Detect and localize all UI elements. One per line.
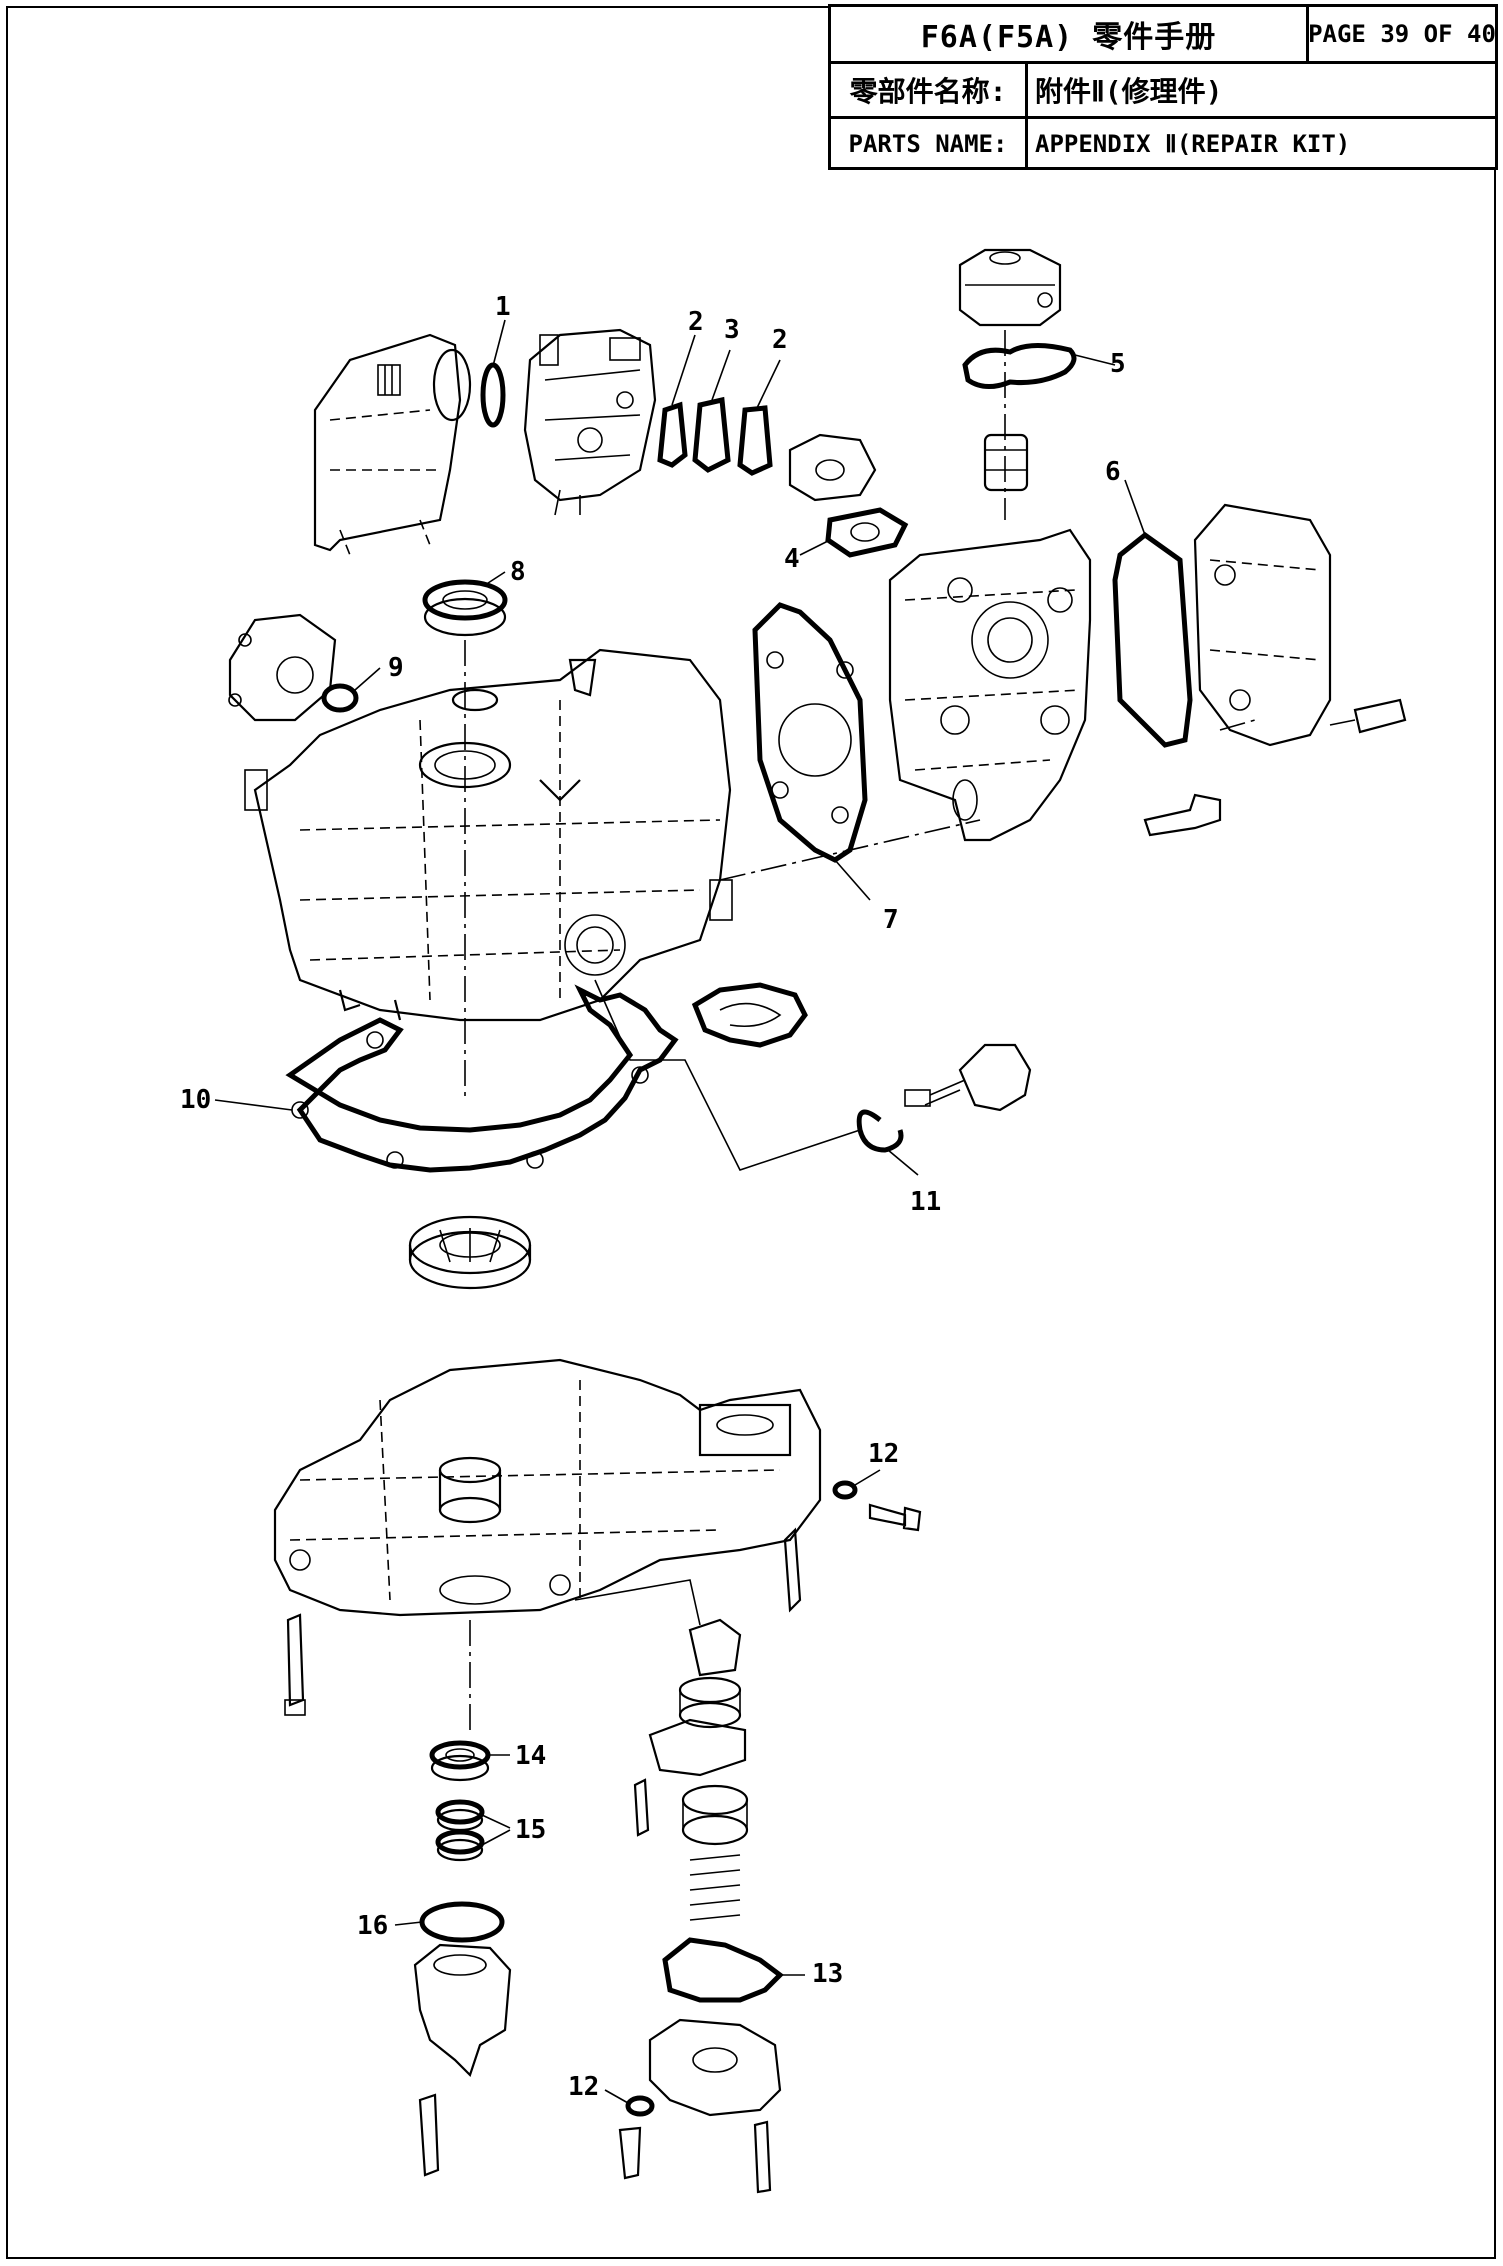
carburetor-drawing (523, 328, 657, 516)
parts-name-cn-value: 附件Ⅱ(修理件) (1035, 75, 1223, 108)
callout-15: 15 (515, 1815, 546, 1845)
parts-name-en-label: PARTS NAME: (848, 130, 1008, 158)
oil-seal-8 (422, 579, 508, 637)
cylinder-head-drawing (888, 528, 1092, 842)
o-ring-9 (321, 683, 359, 713)
vertical-bolt-a (783, 1527, 802, 1613)
crankcase-drawing (273, 1358, 822, 1617)
callout-14: 14 (515, 1741, 546, 1771)
callout-1: 1 (495, 292, 511, 322)
intake-manifold-drawing (788, 433, 877, 502)
thermostat-drawing (983, 433, 1029, 492)
callout-5: 5 (1110, 349, 1126, 379)
insulator-3 (692, 396, 731, 473)
lower-bolt-b (618, 2126, 642, 2180)
oil-seals-15 (435, 1799, 485, 1862)
main-bearing-drawing (408, 1215, 532, 1290)
gasket-13 (662, 1937, 784, 2003)
callout-16: 16 (357, 1911, 388, 1941)
washer-bolt (868, 1503, 922, 1532)
lower-bolt-a (418, 2093, 440, 2177)
vertical-bolt-b (286, 1613, 305, 1707)
manual-title: F6A(F5A) 零件手册 (920, 20, 1217, 55)
callout-4: 4 (784, 544, 800, 574)
parts-name-cn-label: 零部件名称: (849, 75, 1007, 108)
cover-bolt (1353, 698, 1407, 734)
gasket-2a (657, 401, 688, 468)
callout-6: 6 (1105, 457, 1121, 487)
o-ring-16 (419, 1901, 505, 1943)
callout-2b: 2 (772, 325, 788, 355)
callout-9: 9 (388, 653, 404, 683)
pump-stack-drawing (633, 1618, 749, 1921)
callout-12a: 12 (868, 1439, 899, 1469)
washer-12a (832, 1480, 858, 1500)
callout-2a: 2 (688, 307, 704, 337)
head-gasket-7 (752, 602, 868, 863)
page-number: PAGE 39 OF 40 (1309, 20, 1495, 48)
callout-3: 3 (724, 315, 740, 345)
lower-housing-drawing (413, 1943, 512, 2078)
callout-13: 13 (812, 1959, 843, 1989)
pump-housing-drawing (648, 2018, 782, 2117)
thermostat-cover-drawing (958, 248, 1062, 327)
washer-12b (625, 2095, 655, 2117)
callout-12b: 12 (568, 2072, 599, 2102)
callout-8: 8 (510, 557, 526, 587)
oil-seal-14 (429, 1740, 491, 1782)
circlip-11 (856, 1109, 904, 1153)
gasket-4 (825, 507, 909, 558)
lower-bolt-c (753, 2120, 772, 2194)
rocker-cover-drawing (1193, 503, 1332, 747)
callout-7: 7 (883, 905, 899, 935)
water-sensor-drawing (904, 1043, 1032, 1112)
oil-pump-drawing (228, 613, 337, 722)
callout-10: 10 (180, 1085, 211, 1115)
gasket-2b (737, 405, 773, 476)
crankcase-gasket-10 (285, 982, 808, 1173)
cylinder-block-drawing (244, 648, 733, 1022)
air-silencer-drawing (313, 333, 472, 556)
title-block: F6A(F5A) 零件手册 PAGE 39 OF 40 零部件名称: 附件Ⅱ(修… (828, 4, 1498, 170)
parts-name-en-value: APPENDIX Ⅱ(REPAIR KIT) (1035, 130, 1351, 158)
callout-11: 11 (910, 1187, 941, 1217)
gasket-5 (962, 343, 1077, 389)
head-bolt (1143, 793, 1222, 837)
gasket-6 (1112, 531, 1193, 748)
drawing-frame (6, 6, 1496, 2259)
o-ring-1 (480, 362, 506, 428)
